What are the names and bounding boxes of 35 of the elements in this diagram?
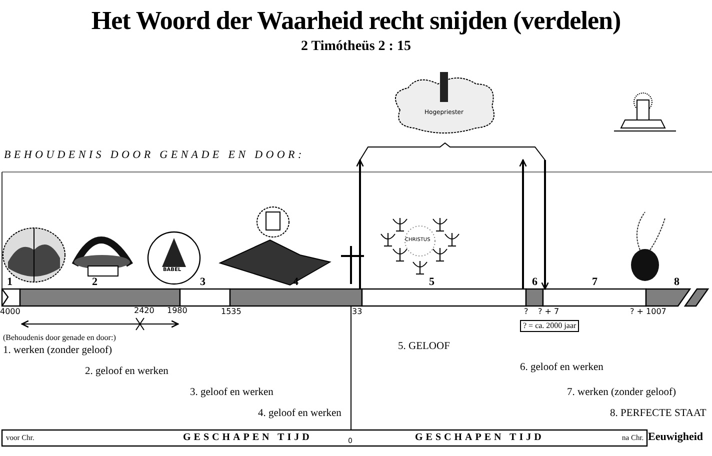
- subtitle: 2 Timótheüs 2 : 15: [300, 40, 412, 54]
- period-number: 2: [92, 277, 98, 288]
- period-description: 2. geloof en werken: [85, 367, 168, 378]
- period-description: 3. geloof en werken: [190, 388, 274, 398]
- arrow: [541, 160, 549, 290]
- period-number: 7: [592, 277, 598, 288]
- period-description: 1. werken (zonder geloof): [3, 346, 112, 356]
- year-label: 1980: [167, 307, 188, 315]
- period-number: 5: [429, 277, 434, 288]
- period-description: 8. PERFECTE STAAT: [610, 409, 706, 420]
- period-number: 6: [532, 277, 538, 288]
- year-label: 1535: [221, 308, 242, 316]
- year-label: 4000: [0, 308, 20, 316]
- period-description: 6. geloof en werken: [520, 363, 604, 374]
- title: Het Woord der Waarheid recht snijden (verdelen): [90, 8, 622, 34]
- period-description: 7. werken (zonder geloof): [567, 388, 676, 398]
- year-label: ?: [524, 308, 528, 316]
- period-number: 8: [674, 277, 680, 288]
- year-label: ? + 1007: [630, 308, 666, 316]
- period-description: 5. GELOOF: [398, 342, 450, 352]
- period-number: 1: [7, 277, 12, 288]
- timeline-bar: [1, 288, 710, 307]
- year-label: ? + 7: [538, 308, 560, 316]
- note: ? = ca. 2000 jaar: [520, 320, 580, 332]
- heading: BEHOUDENIS DOOR GENADE EN DOOR:: [4, 150, 305, 161]
- band-label: GESCHAPEN TIJD: [183, 433, 312, 443]
- note: (Behoudenis door genade en door:): [3, 334, 116, 342]
- year-label: 2420: [134, 307, 154, 315]
- band-label: GESCHAPEN TIJD: [415, 433, 544, 443]
- band-label: Eeuwigheid: [648, 432, 704, 443]
- arrow: [356, 159, 364, 289]
- period-description: 4. geloof en werken: [258, 409, 342, 420]
- period-number: 3: [200, 277, 206, 288]
- arrow: [519, 159, 527, 289]
- year-label: 33: [352, 308, 362, 316]
